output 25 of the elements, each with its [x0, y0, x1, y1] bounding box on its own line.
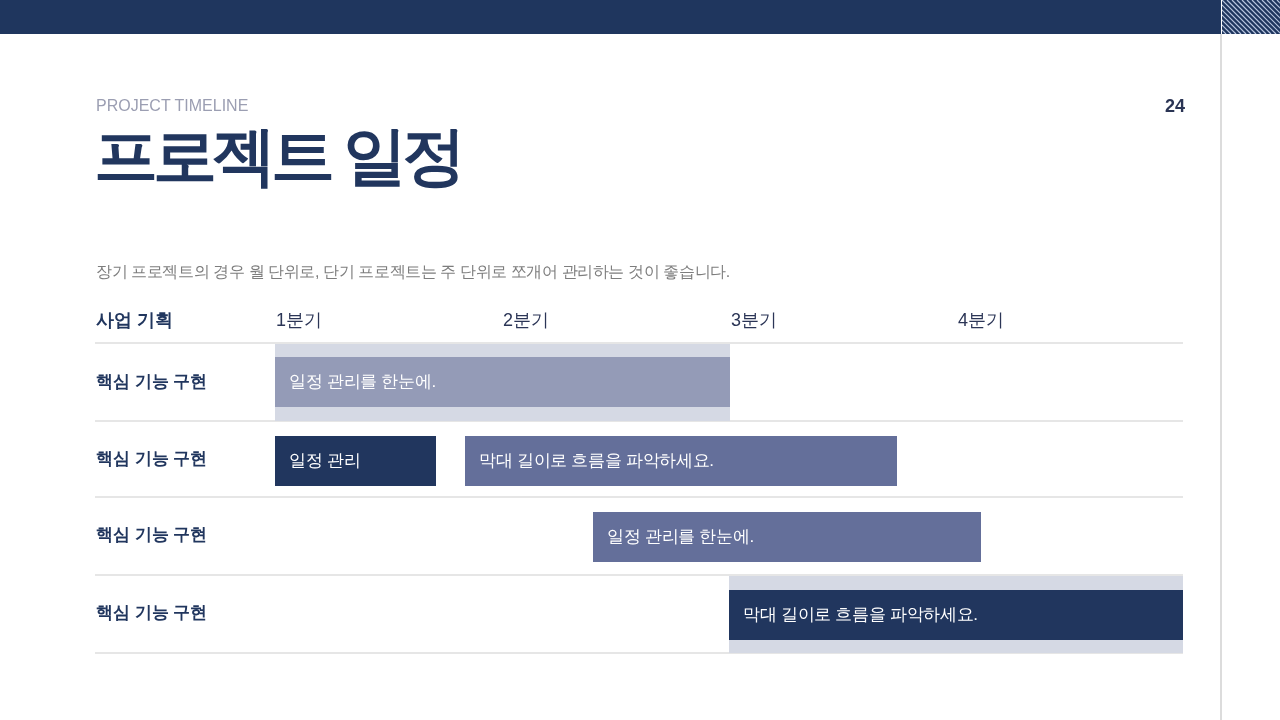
- timeline-bar: [275, 357, 730, 407]
- row-label: 핵심 기능 구현: [96, 524, 208, 546]
- highlight-band: [729, 576, 1183, 653]
- task-text: 일정 관리를 한눈에.: [607, 526, 754, 548]
- highlight-band: [275, 344, 730, 421]
- task-text: 막대 길이로 흐름을 파악하세요.: [743, 604, 978, 626]
- subtitle-text: 장기 프로젝트의 경우 월 단위로, 단기 프로젝트는 주 단위로 쪼개어 관리하는 것이 좋습니다.: [96, 262, 730, 282]
- timeline-bar: [593, 512, 981, 562]
- row-label: 핵심 기능 구현: [96, 371, 208, 393]
- timeline-bar: [275, 436, 436, 486]
- slide-title: 프로젝트 일정: [94, 120, 461, 192]
- row-label: 핵심 기능 구현: [96, 602, 208, 624]
- timeline-bar: [729, 590, 1183, 640]
- quarter-header: 1분기: [276, 309, 322, 332]
- page-number: 24: [1164, 95, 1185, 118]
- eyebrow-text: PROJECT TIMELINE: [96, 96, 249, 116]
- column-header: 사업 기획: [96, 309, 173, 332]
- quarter-header: 2분기: [503, 309, 549, 332]
- task-text: 일정 관리: [289, 450, 361, 472]
- task-text: 일정 관리를 한눈에.: [289, 371, 436, 393]
- task-text: 막대 길이로 흐름을 파악하세요.: [479, 450, 714, 472]
- quarter-header: 3분기: [731, 309, 777, 332]
- row-label: 핵심 기능 구현: [96, 448, 208, 470]
- quarter-header: 4분기: [958, 309, 1004, 332]
- timeline-bar: [465, 436, 897, 486]
